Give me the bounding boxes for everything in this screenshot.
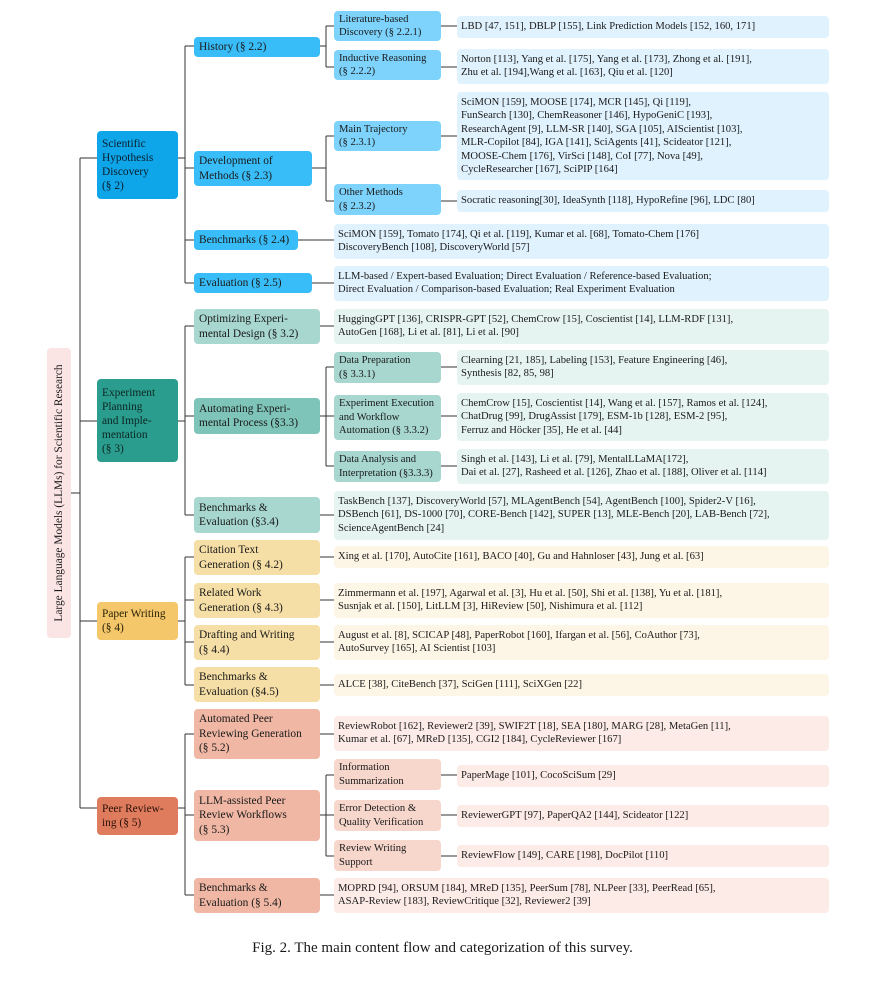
node-s4: Paper Writing (§ 4) xyxy=(97,602,178,640)
leaf-evaluation-2: LLM-based / Expert-based Evaluation; Dir… xyxy=(334,266,829,301)
node-inductive: Inductive Reasoning (§ 2.2.2) xyxy=(334,50,441,80)
node-error-detection: Error Detection & Quality Verification xyxy=(334,800,441,831)
node-info-summarization: Information Summarization xyxy=(334,759,441,790)
node-drafting: Drafting and Writing (§ 4.4) xyxy=(194,625,320,660)
leaf-review-writing: ReviewFlow [149], CARE [198], DocPilot [… xyxy=(457,845,829,867)
node-auto-peer-review: Automated Peer Reviewing Generation (§ 5… xyxy=(194,709,320,759)
node-s2: Scientific Hypothesis Discovery (§ 2) xyxy=(97,131,178,199)
leaf-data-prep: Clearning [21, 185], Labeling [153], Fea… xyxy=(457,350,829,385)
node-dev-methods: Development of Methods (§ 2.3) xyxy=(194,151,312,186)
node-history: History (§ 2.2) xyxy=(194,37,320,57)
leaf-other-methods: Socratic reasoning[30], IdeaSynth [118],… xyxy=(457,190,829,212)
node-benchmarks-5: Benchmarks & Evaluation (§ 5.4) xyxy=(194,878,320,913)
node-benchmarks-3: Benchmarks & Evaluation (§3.4) xyxy=(194,497,320,533)
node-llm-assisted: LLM-assisted Peer Review Workflows (§ 5.… xyxy=(194,790,320,841)
node-related-work: Related Work Generation (§ 4.3) xyxy=(194,583,320,618)
leaf-exec-workflow: ChemCrow [15], Coscientist [14], Wang et… xyxy=(457,393,829,441)
node-exec-workflow: Experiment Execution and Workflow Automa… xyxy=(334,395,441,440)
leaf-drafting: August et al. [8], SCICAP [48], PaperRob… xyxy=(334,625,829,660)
node-s3: Experiment Planning and Imple- mentation… xyxy=(97,379,178,462)
node-benchmarks-4: Benchmarks & Evaluation (§4.5) xyxy=(194,667,320,702)
node-review-writing: Review Writing Support xyxy=(334,840,441,871)
leaf-related-work: Zimmermann et al. [197], Agarwal et al. … xyxy=(334,583,829,618)
leaf-auto-peer-review: ReviewRobot [162], Reviewer2 [39], SWIF2… xyxy=(334,716,829,751)
node-other-methods: Other Methods (§ 2.3.2) xyxy=(334,184,441,215)
leaf-benchmarks-3: TaskBench [137], DiscoveryWorld [57], ML… xyxy=(334,491,829,540)
leaf-info-summarization: PaperMage [101], CocoSciSum [29] xyxy=(457,765,829,787)
leaf-opt-design: HuggingGPT [136], CRISPR-GPT [52], ChemC… xyxy=(334,309,829,344)
node-lit-based: Literature-based Discovery (§ 2.2.1) xyxy=(334,11,441,41)
node-data-analysis: Data Analysis and Interpretation (§3.3.3… xyxy=(334,451,441,482)
node-evaluation-2: Evaluation (§ 2.5) xyxy=(194,273,312,293)
node-main-trajectory: Main Trajectory (§ 2.3.1) xyxy=(334,121,441,151)
leaf-error-detection: ReviewerGPT [97], PaperQA2 [144], Scidea… xyxy=(457,805,829,827)
node-opt-design: Optimizing Experi- mental Design (§ 3.2) xyxy=(194,309,320,344)
node-citation: Citation Text Generation (§ 4.2) xyxy=(194,540,320,575)
leaf-main-trajectory: SciMON [159], MOOSE [174], MCR [145], Qi… xyxy=(457,92,829,180)
node-data-prep: Data Preparation (§ 3.3.1) xyxy=(334,352,441,383)
node-auto-process: Automating Experi- mental Process (§3.3) xyxy=(194,398,320,434)
leaf-data-analysis: Singh et al. [143], Li et al. [79], Ment… xyxy=(457,449,829,484)
leaf-citation: Xing et al. [170], AutoCite [161], BACO … xyxy=(334,546,829,568)
leaf-inductive: Norton [113], Yang et al. [175], Yang et… xyxy=(457,49,829,84)
node-benchmarks-2: Benchmarks (§ 2.4) xyxy=(194,230,298,250)
root-label: Large Language Models (LLMs) for Scienti… xyxy=(53,364,65,622)
leaf-benchmarks-5: MOPRD [94], ORSUM [184], MReD [135], Pee… xyxy=(334,878,829,913)
root-node: Large Language Models (LLMs) for Scienti… xyxy=(47,348,71,638)
figure-caption: Fig. 2. The main content flow and catego… xyxy=(252,940,633,956)
node-s5: Peer Review- ing (§ 5) xyxy=(97,797,178,835)
leaf-lit-based: LBD [47, 151], DBLP [155], Link Predicti… xyxy=(457,16,829,38)
leaf-benchmarks-4: ALCE [38], CiteBench [37], SciGen [111],… xyxy=(334,674,829,696)
leaf-benchmarks-2: SciMON [159], Tomato [174], Qi et al. [1… xyxy=(334,224,829,259)
